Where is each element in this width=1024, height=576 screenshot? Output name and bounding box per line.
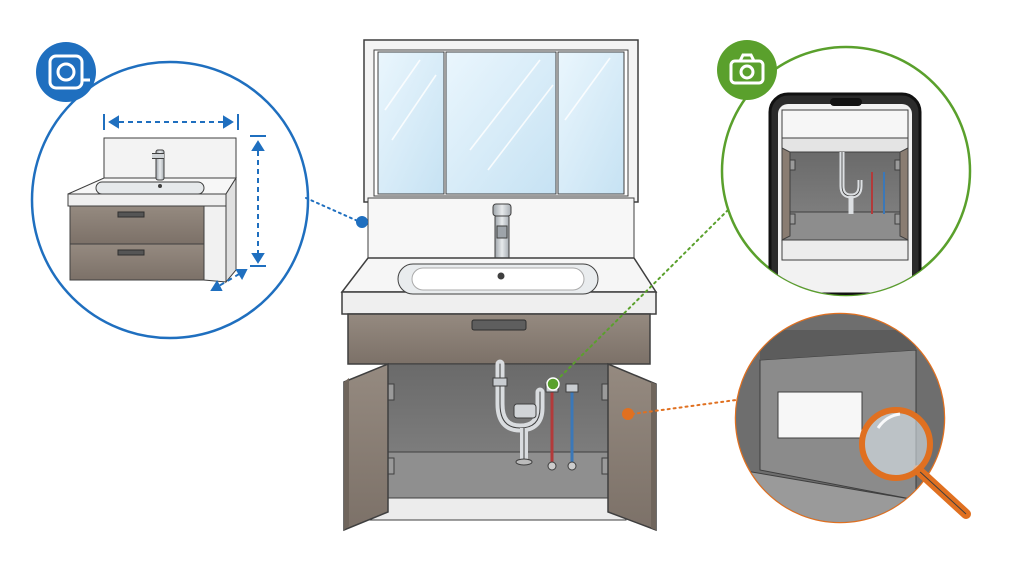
plumbing: [492, 359, 579, 471]
mirror-cabinet: [363, 39, 639, 203]
dimension-width: [103, 114, 239, 130]
mirror-panel-left: [377, 51, 445, 195]
camera-badge: [717, 40, 777, 100]
connector-measure: [305, 197, 368, 228]
connector-photo: [546, 209, 729, 391]
product-label: [777, 391, 863, 439]
camera-icon: [729, 53, 765, 85]
connector-inspect: [622, 399, 737, 420]
vanity-drawer: [347, 313, 651, 365]
tape-measure-icon: [48, 54, 90, 90]
mirror-panel-right: [557, 51, 625, 195]
inspect-callout: [734, 312, 971, 524]
phone-view: [768, 92, 922, 295]
mirror-panel-center: [445, 51, 557, 195]
faucet: [492, 203, 512, 263]
mini-vanity: [67, 137, 237, 284]
cabinet-door-right: [607, 362, 657, 532]
magnifier-icon: [859, 407, 971, 519]
basin: [397, 263, 599, 295]
main-vanity: [340, 39, 658, 532]
tape-measure-badge: [36, 42, 96, 102]
dimension-depth: [210, 269, 248, 291]
cabinet-door-left: [343, 362, 389, 532]
dimension-height: [250, 135, 266, 267]
photo-callout: [717, 40, 972, 297]
measure-callout: [30, 42, 310, 340]
